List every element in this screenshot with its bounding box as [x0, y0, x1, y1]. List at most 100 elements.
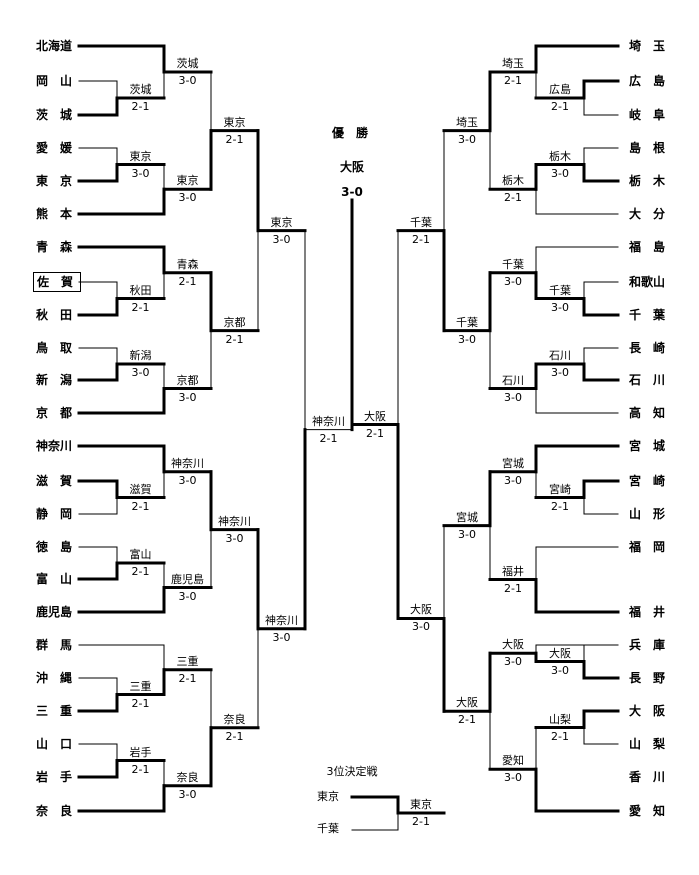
left-r4-score-0: 3-0 [272, 232, 291, 246]
right-r1-score-0: 2-1 [551, 100, 569, 113]
pref-left-15: 徳 島 [36, 540, 73, 554]
right-r3-score-0: 3-0 [458, 132, 476, 146]
left-r1-score-6: 2-1 [131, 696, 150, 710]
left-r1-winner-2: 秋田 [129, 283, 152, 297]
left-r1-score-7: 2-1 [131, 762, 150, 776]
left-r1-winner-0: 茨城 [129, 83, 152, 96]
pref-left-7: 佐 賀 [33, 272, 81, 292]
pref-left-3: 愛 媛 [36, 141, 73, 155]
left-r3-winner-2: 神奈川 [218, 514, 251, 528]
pref-left-18: 群 馬 [36, 638, 73, 652]
left-r3-winner-3: 奈良 [223, 712, 246, 726]
pref-right-9: 長 崎 [628, 341, 665, 355]
left-r1-score-2: 2-1 [131, 300, 150, 314]
right-r2-winner-3: 石川 [502, 373, 524, 387]
right-r1-score-5: 3-0 [551, 663, 569, 677]
pref-right-3: 島 根 [628, 141, 665, 155]
third-place-winner: 東京 [410, 798, 432, 811]
left-r3-score-1: 2-1 [225, 332, 244, 346]
pref-right-12: 宮 城 [628, 439, 665, 453]
right-r2-score-1: 2-1 [504, 191, 522, 205]
left-r1-winner-3: 新潟 [129, 349, 152, 362]
right-r4-score-1: 3-0 [412, 620, 430, 634]
right-r1-score-4: 2-1 [551, 499, 569, 513]
right-r3-score-3: 2-1 [458, 713, 476, 727]
pref-right-0: 埼 玉 [628, 39, 665, 53]
left-r3-winner-1: 京都 [223, 315, 246, 329]
right-r4-winner-0: 千葉 [410, 215, 432, 229]
pref-right-16: 福 井 [628, 605, 665, 619]
left-r3-score-3: 2-1 [225, 729, 244, 743]
pref-right-10: 石 川 [628, 373, 665, 387]
pref-left-11: 京 都 [36, 406, 73, 420]
pref-left-21: 山 口 [36, 737, 73, 751]
pref-right-2: 岐 阜 [628, 108, 665, 122]
right-r3-winner-3: 大阪 [456, 696, 478, 710]
right-r1-winner-3: 石川 [549, 349, 571, 362]
third-place-title: 3位決定戦 [326, 765, 378, 778]
left-r1-score-5: 2-1 [131, 565, 150, 578]
pref-right-20: 山 梨 [628, 737, 665, 751]
right-r4-score-0: 2-1 [412, 232, 430, 246]
pref-right-5: 大 分 [628, 207, 665, 221]
pref-right-11: 高 知 [628, 406, 665, 420]
right-r2-score-7: 3-0 [504, 771, 522, 785]
right-r3-winner-2: 宮城 [456, 510, 478, 524]
left-sf-score: 2-1 [319, 431, 338, 445]
pref-right-14: 山 形 [628, 507, 665, 521]
pref-right-18: 長 野 [628, 671, 665, 685]
right-r1-winner-1: 栃木 [549, 149, 571, 163]
right-r4-winner-1: 大阪 [410, 603, 432, 617]
left-r1-winner-1: 東京 [129, 149, 152, 163]
pref-left-14: 静 岡 [36, 507, 73, 521]
right-r2-score-6: 3-0 [504, 655, 522, 669]
right-r3-winner-1: 千葉 [456, 315, 478, 329]
left-r2-winner-2: 青森 [176, 257, 199, 271]
right-r1-winner-4: 宮崎 [549, 482, 571, 496]
right-r2-winner-0: 埼玉 [502, 57, 524, 70]
pref-left-1: 岡 山 [36, 74, 73, 88]
right-r1-winner-5: 大阪 [549, 646, 571, 660]
left-r2-winner-7: 奈良 [176, 770, 199, 784]
pref-right-21: 香 川 [628, 770, 665, 784]
right-r2-winner-1: 栃木 [502, 174, 524, 188]
right-r2-score-2: 3-0 [504, 274, 522, 288]
left-r2-score-0: 3-0 [178, 74, 197, 87]
pref-left-17: 鹿児島 [36, 605, 73, 619]
pref-right-19: 大 阪 [628, 704, 665, 718]
right-r2-score-3: 3-0 [504, 390, 522, 404]
right-sf-team: 大阪 [364, 409, 386, 423]
pref-left-13: 滋 賀 [36, 474, 73, 488]
right-r2-winner-2: 千葉 [502, 257, 524, 271]
left-r3-winner-0: 東京 [223, 115, 246, 129]
pref-left-8: 秋 田 [36, 308, 73, 322]
right-r2-score-4: 3-0 [504, 473, 522, 487]
left-r3-score-2: 3-0 [225, 531, 244, 545]
pref-left-12: 神奈川 [36, 439, 73, 453]
left-sf-team: 神奈川 [312, 414, 345, 428]
left-r1-winner-5: 富山 [129, 548, 152, 561]
pref-left-9: 鳥 取 [36, 341, 73, 355]
left-r2-score-5: 3-0 [178, 589, 197, 603]
right-r1-winner-6: 山梨 [549, 712, 571, 726]
right-r1-score-1: 3-0 [551, 166, 569, 180]
right-sf-score: 2-1 [366, 426, 384, 440]
right-r2-winner-4: 宮城 [502, 456, 524, 470]
third-place-team2: 千葉 [317, 822, 339, 835]
left-r1-score-4: 2-1 [131, 499, 150, 513]
left-r2-score-1: 3-0 [178, 191, 197, 205]
right-r1-score-2: 3-0 [551, 300, 569, 314]
pref-left-4: 東 京 [36, 174, 73, 188]
left-r1-winner-6: 三重 [129, 679, 152, 693]
pref-right-22: 愛 知 [628, 804, 665, 818]
pref-right-13: 宮 崎 [628, 474, 665, 488]
left-r3-score-0: 2-1 [225, 132, 244, 146]
left-r2-winner-1: 東京 [176, 174, 199, 188]
pref-left-6: 青 森 [36, 240, 73, 254]
left-r2-winner-0: 茨城 [176, 57, 199, 70]
left-r2-score-7: 3-0 [178, 787, 197, 801]
champion-name: 大阪 [339, 160, 365, 174]
left-r2-winner-6: 三重 [176, 654, 199, 668]
pref-right-6: 福 島 [628, 240, 665, 254]
